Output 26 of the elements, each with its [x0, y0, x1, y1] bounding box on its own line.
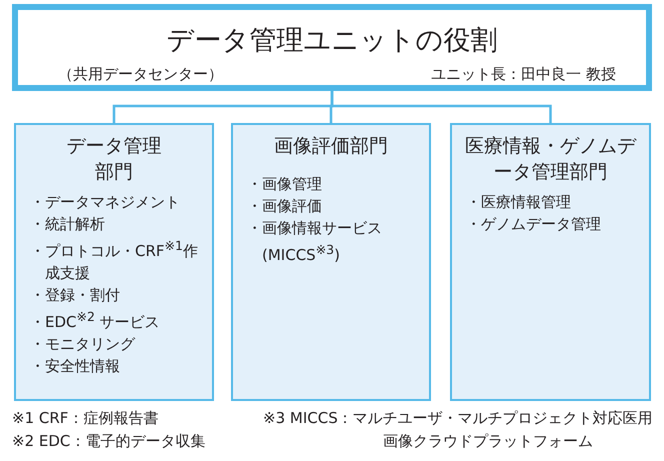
list-item: ・モニタリング — [30, 334, 136, 355]
title-text: データ管理ユニットの役割 — [166, 24, 498, 58]
title-box — [12, 4, 652, 91]
list-item: ・画像管理 — [247, 174, 323, 195]
list-item: ・EDC$^{※2}$ サービス — [30, 308, 161, 333]
department-box — [450, 123, 651, 401]
list-item: ・プロトコル・CRF$^{※1}$作成支援 — [30, 237, 199, 284]
list-item: ・データマネジメント — [30, 192, 181, 213]
list-item: ・画像評価 — [247, 196, 323, 217]
subtitle-text: （共用データセンター） — [58, 65, 223, 84]
list-item: ・統計解析 — [30, 214, 106, 235]
list-item: ・登録・割付 — [30, 285, 121, 306]
connector-line — [330, 91, 552, 123]
list-item: ・画像情報サービス(MICCS$^{※3}$) — [247, 218, 383, 266]
box-heading: 医療情報・ゲノムデータ管理部門 — [465, 134, 636, 185]
list-item: ・安全性情報 — [30, 356, 121, 377]
box-heading: 画像評価部門 — [273, 134, 389, 159]
department-box — [14, 123, 214, 401]
box-heading: データ管理部門 — [65, 134, 162, 185]
footnote: ※1 CRF：症例報告書 — [12, 408, 160, 429]
department-box — [231, 123, 431, 401]
list-item: ・医療情報管理 — [466, 192, 572, 213]
subtitle-text: ユニット長：田中良一 教授 — [431, 65, 616, 84]
footnote: ※3 MICCS：マルチユーザ・マルチプロジェクト対応医用画像クラウドプラットフォーム — [263, 408, 654, 452]
list-item: ・ゲノムデータ管理 — [466, 214, 602, 235]
footnote: ※2 EDC：電子的データ収集 — [12, 431, 206, 452]
